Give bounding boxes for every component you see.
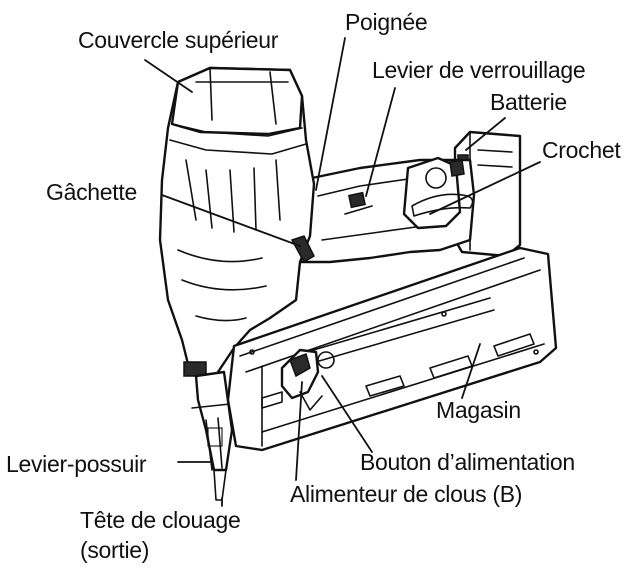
label-top-cover: Couvercle supérieur — [78, 27, 279, 53]
label-feed-button: Bouton d’alimentation — [360, 449, 575, 475]
nailer-illustration — [160, 68, 556, 500]
label-hook: Crochet — [542, 137, 621, 163]
label-handle: Poignée — [345, 9, 427, 35]
leader-handle — [316, 38, 345, 190]
label-nose-line1: Tête de clouage — [80, 507, 240, 533]
label-lock-lever: Levier de verrouillage — [372, 57, 585, 83]
label-battery: Batterie — [490, 89, 567, 115]
handle-body — [300, 158, 474, 262]
label-nail-feeder: Alimenteur de clous (B) — [290, 481, 522, 507]
nose-assembly — [192, 372, 232, 500]
label-nose-line2: (sortie) — [80, 537, 149, 563]
label-magazine: Magasin — [436, 397, 521, 423]
label-contact-arm: Levier-possuir — [6, 451, 147, 477]
leader-top-cover — [145, 60, 192, 92]
label-trigger: Gâchette — [46, 179, 137, 205]
